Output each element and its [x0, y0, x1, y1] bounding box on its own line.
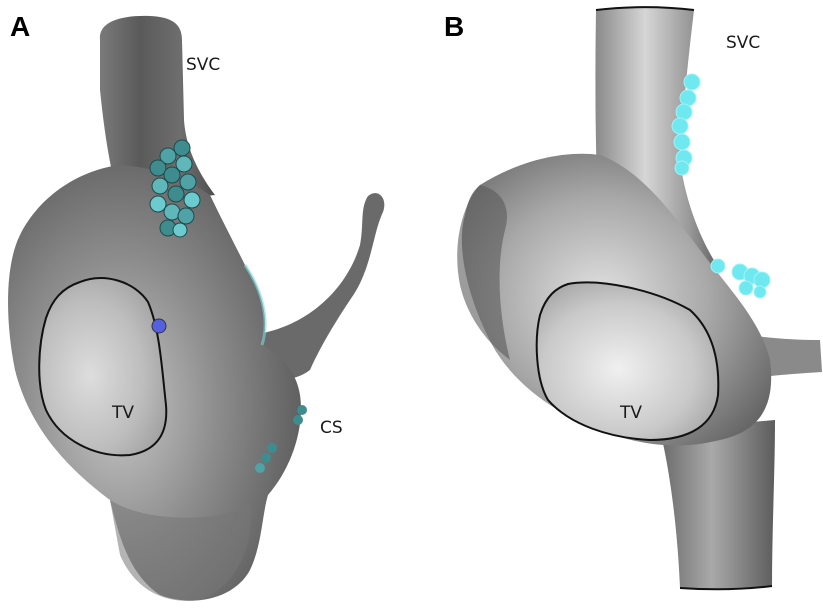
panel-a-blue-marker: [152, 319, 166, 333]
panel-a-svc-label: SVC: [186, 55, 220, 75]
panel-a-cs-label: CS: [320, 418, 343, 438]
panel-a-letter: A: [10, 11, 30, 42]
panel-a: A SVC TV CS: [8, 11, 384, 601]
panel-b: B SVC TV: [444, 7, 822, 589]
panel-b-svc-label: SVC: [726, 33, 760, 53]
panel-a-tv-label: TV: [111, 403, 134, 423]
panel-a-tv-annulus: [39, 278, 166, 455]
panel-b-letter: B: [444, 11, 464, 42]
panel-b-tv-label: TV: [619, 403, 642, 423]
